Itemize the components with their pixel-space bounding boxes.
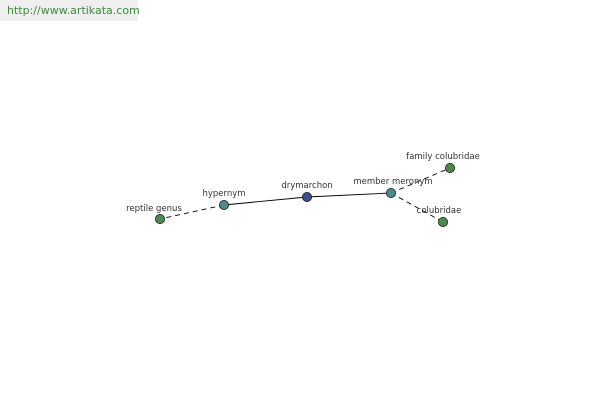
node-drymarchon[interactable] — [301, 191, 312, 202]
label-hypernym[interactable]: hypernym — [202, 189, 245, 199]
watermark-url[interactable]: http://www.artikata.com — [0, 0, 140, 21]
graph-nodes — [154, 162, 455, 227]
graph-labels: reptile genus hypernym drymarchon member me… — [126, 152, 480, 216]
edge-member-meronym-to-colubridae — [390, 192, 444, 223]
node-reptile-genus[interactable] — [154, 213, 165, 224]
edge-member-meronym-to-family-colubridae — [390, 167, 451, 194]
node-family-colubridae[interactable] — [444, 162, 455, 173]
edge-drymarchon-to-hypernym — [223, 196, 308, 206]
label-family-colubridae[interactable]: family colubridae — [406, 152, 480, 162]
label-drymarchon[interactable]: drymarchon — [281, 181, 332, 191]
label-member-meronym[interactable]: member meronym — [353, 177, 432, 187]
label-reptile-genus[interactable]: reptile genus — [126, 204, 182, 214]
node-member-meronym[interactable] — [385, 187, 396, 198]
label-colubridae[interactable]: colubridae — [417, 206, 462, 216]
node-colubridae[interactable] — [437, 216, 448, 227]
node-hypernym[interactable] — [218, 199, 229, 210]
edge-drymarchon-to-member-meronym — [306, 192, 392, 198]
graph-edges — [159, 167, 451, 223]
edge-hypernym-to-reptile-genus — [159, 204, 225, 220]
